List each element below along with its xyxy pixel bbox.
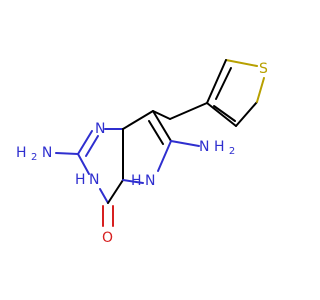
bond-c2-c3-thiophene bbox=[206, 59, 227, 104]
bond-c4-c5-thiophene bbox=[235, 101, 258, 127]
bond-layer bbox=[55, 59, 265, 227]
amine-left-n: N bbox=[42, 145, 52, 161]
amine-right-label: N H 2 bbox=[199, 139, 235, 157]
atom-label-layer: H 2 N N N H N H O N H 2 S bbox=[16, 61, 268, 246]
bond-c2-n3 bbox=[77, 130, 93, 155]
bond-s-c2-thiophene bbox=[225, 59, 258, 67]
amine-left-subscript: 2 bbox=[31, 152, 37, 163]
bond-n1-c7 bbox=[99, 188, 109, 204]
nh-bottom-n-label: N bbox=[145, 173, 155, 189]
nh-left-h-label: H bbox=[75, 172, 86, 188]
bond-c3-c4-thiophene bbox=[206, 102, 237, 127]
nh-left-n-label: N bbox=[89, 172, 99, 188]
amine-left-h: H bbox=[16, 145, 27, 161]
bond-c5-n6 bbox=[157, 140, 172, 172]
bond-c5-s-thiophene bbox=[256, 77, 265, 103]
bond-c5-amine bbox=[170, 140, 200, 147]
bond-n6-c7a bbox=[122, 179, 144, 184]
amine-left-label: H 2 N bbox=[16, 145, 52, 165]
bond-c4-c5-double bbox=[148, 120, 164, 145]
bond-c3a-c4 bbox=[122, 110, 154, 130]
n-top-label: N bbox=[95, 121, 105, 137]
bond-c2-n3-double bbox=[85, 135, 99, 157]
bond-c4-ch2 bbox=[152, 110, 171, 120]
bond-c2-amine bbox=[55, 152, 79, 155]
bond-c2-c3-thiophene-double bbox=[215, 67, 232, 100]
bond-ch2-c3 bbox=[169, 102, 208, 120]
amine-right-h: H bbox=[214, 139, 225, 155]
amine-right-subscript: 2 bbox=[229, 146, 235, 157]
bond-c2-n1 bbox=[77, 153, 90, 175]
nh-bottom-h-label: H bbox=[131, 173, 142, 189]
bond-c7-c7a bbox=[107, 179, 124, 204]
amine-right-n: N bbox=[199, 139, 209, 155]
bond-c3-c4-thiophene-double bbox=[213, 105, 236, 122]
carbonyl-o-label: O bbox=[102, 230, 113, 246]
sulfur-label: S bbox=[259, 61, 268, 77]
molecule-structure-diagram: H 2 N N N H N H O N H 2 S bbox=[16, 59, 268, 246]
bond-c4-c5 bbox=[152, 110, 172, 142]
